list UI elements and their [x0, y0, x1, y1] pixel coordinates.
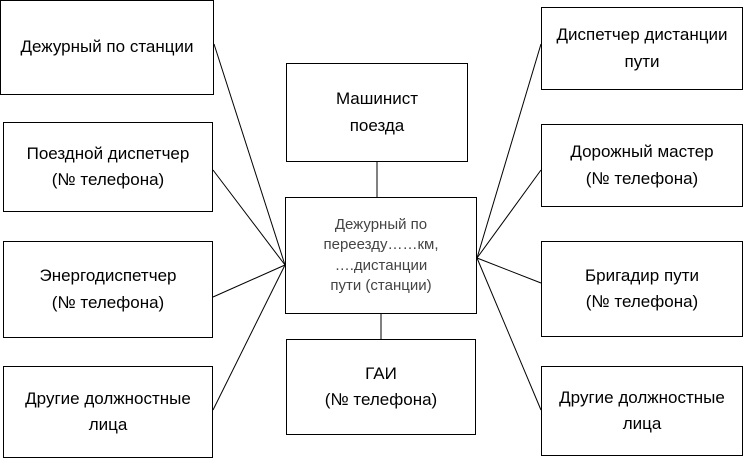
station-duty-box: Дежурный по станции [0, 0, 214, 95]
other-officials-right-label: Другие должностные лица [559, 387, 725, 433]
train-dispatcher-box: Поездной диспетчер (№ телефона) [3, 122, 213, 212]
energy-dispatcher-box: Энергодиспетчер (№ телефона) [3, 241, 213, 338]
traffic-police-label: ГАИ (№ телефона) [324, 363, 438, 409]
connector-station-duty [213, 43, 286, 266]
station-duty-label: Дежурный по станции [20, 37, 194, 57]
track-distance-dispatcher-label: Диспетчер дистанции пути [556, 25, 728, 71]
other-officials-left-label: Другие должностные лица [25, 388, 191, 434]
track-brigadier-box: Бригадир пути (№ телефона) [541, 241, 743, 337]
crossing-duty-label: Дежурный по переезду……км, ….дистанции пу… [323, 216, 439, 294]
connector-train-dispatcher [212, 169, 286, 266]
traffic-police-box: ГАИ (№ телефона) [286, 339, 476, 435]
energy-dispatcher-label: Энергодиспетчер (№ телефона) [39, 266, 177, 312]
train-dispatcher-label: Поездной диспетчер (№ телефона) [26, 143, 190, 189]
road-master-box: Дорожный мастер (№ телефона) [541, 124, 743, 207]
connector-track-brigadier [476, 257, 542, 284]
connector-track-distance-dispatcher [476, 43, 542, 259]
track-brigadier-label: Бригадир пути (№ телефона) [585, 265, 699, 311]
connector-road-master [476, 169, 542, 259]
train-driver-box: Машинист поезда [286, 63, 468, 162]
road-master-label: Дорожный мастер (№ телефона) [570, 142, 714, 188]
other-officials-left-box: Другие должностные лица [3, 366, 213, 458]
other-officials-right-box: Другие должностные лица [541, 366, 743, 456]
connector-other-officials-left [212, 264, 286, 411]
crossing-duty-box: Дежурный по переезду……км, ….дистанции пу… [285, 197, 477, 314]
train-driver-label: Машинист поезда [335, 89, 419, 135]
track-distance-dispatcher-box: Диспетчер дистанции пути [541, 7, 743, 90]
connector-energy-dispatcher [212, 264, 286, 298]
connector-other-officials-right [476, 257, 542, 411]
